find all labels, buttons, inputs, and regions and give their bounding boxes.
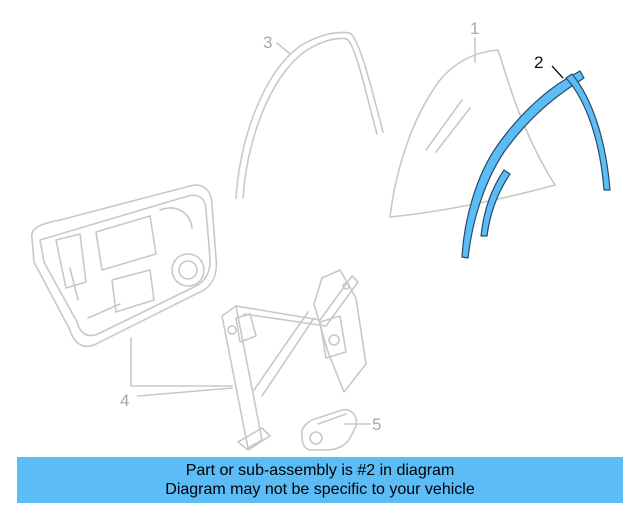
part-5-regulator-motor <box>300 408 358 451</box>
exploded-parts-diagram: 3 1 2 4 5 <box>31 19 611 451</box>
leader-lines <box>130 37 476 425</box>
part-4-door-panel <box>31 184 218 348</box>
banner-line-part-number: Part or sub-assembly is #2 in diagram <box>185 462 455 479</box>
part-2-division-channel-highlighted <box>461 70 611 259</box>
info-banner: Part or sub-assembly is #2 in diagram Di… <box>17 457 623 503</box>
part-3-run-channel <box>235 31 384 199</box>
part-1-window-glass <box>389 49 556 218</box>
callout-2: 2 <box>534 53 543 72</box>
banner-line-disclaimer: Diagram may not be specific to your vehi… <box>165 481 475 498</box>
part-4-window-regulator <box>221 269 367 451</box>
callout-3: 3 <box>263 33 272 52</box>
callout-4: 4 <box>120 391 129 410</box>
callout-5: 5 <box>372 415 381 434</box>
callout-1: 1 <box>470 19 479 38</box>
leader-line-2 <box>551 65 564 79</box>
